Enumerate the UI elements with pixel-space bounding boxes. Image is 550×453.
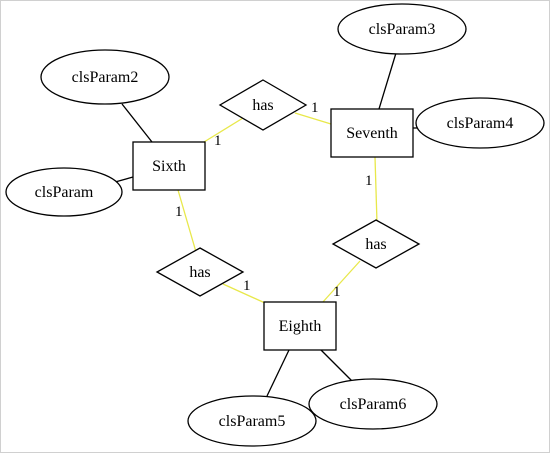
attr-clsparam5[interactable]: clsParam5 (187, 395, 317, 447)
attr-clsparam3[interactable]: clsParam3 (337, 3, 467, 55)
relationship-top[interactable]: has (218, 79, 308, 131)
card-left-sixth: 1 (175, 204, 183, 220)
card-right-seventh: 1 (365, 173, 373, 189)
relationship-top-label: has (252, 97, 273, 114)
edge-sixth-has-top (203, 117, 244, 143)
card-top-seventh: 1 (311, 100, 319, 116)
entity-sixth[interactable]: Sixth (132, 141, 206, 191)
edge-sixth-has-left (177, 189, 197, 253)
card-right-eighth: 1 (333, 284, 341, 300)
edge-seventh-clsparam3 (378, 52, 397, 110)
relationship-right-label: has (365, 236, 386, 253)
attr-clsparam2-label: clsParam2 (72, 69, 139, 86)
edge-seventh-has-right (374, 156, 378, 224)
card-top-sixth: 1 (214, 133, 222, 149)
entity-eighth[interactable]: Eighth (263, 301, 337, 351)
card-left-eighth: 1 (243, 278, 251, 294)
attr-clsparam4[interactable]: clsParam4 (415, 97, 545, 149)
relationship-left[interactable]: has (155, 247, 245, 297)
attr-clsparam5-label: clsParam5 (219, 413, 286, 430)
edge-has-top-seventh (294, 112, 332, 125)
attr-clsparam3-label: clsParam3 (369, 21, 436, 38)
edge-eighth-clsparam6 (320, 349, 353, 382)
attr-clsparam6-label: clsParam6 (340, 396, 407, 413)
edge-eighth-clsparam5 (266, 349, 290, 397)
relationship-left-label: has (189, 264, 210, 281)
attr-clsparam[interactable]: clsParam (5, 167, 123, 217)
entity-eighth-label: Eighth (279, 318, 322, 335)
edge-sixth-clsparam2 (121, 103, 153, 143)
entity-seventh-label: Seventh (346, 125, 398, 142)
relationship-right[interactable]: has (331, 219, 421, 269)
attr-clsparam-label: clsParam (35, 184, 94, 201)
attr-clsparam4-label: clsParam4 (447, 115, 514, 132)
attr-clsparam6[interactable]: clsParam6 (308, 378, 438, 430)
edge-has-left-eighth (222, 283, 266, 304)
entity-sixth-label: Sixth (152, 158, 186, 175)
edge-has-right-eighth (321, 260, 361, 304)
attr-clsparam2[interactable]: clsParam2 (40, 49, 170, 105)
entity-seventh[interactable]: Seventh (330, 108, 414, 158)
